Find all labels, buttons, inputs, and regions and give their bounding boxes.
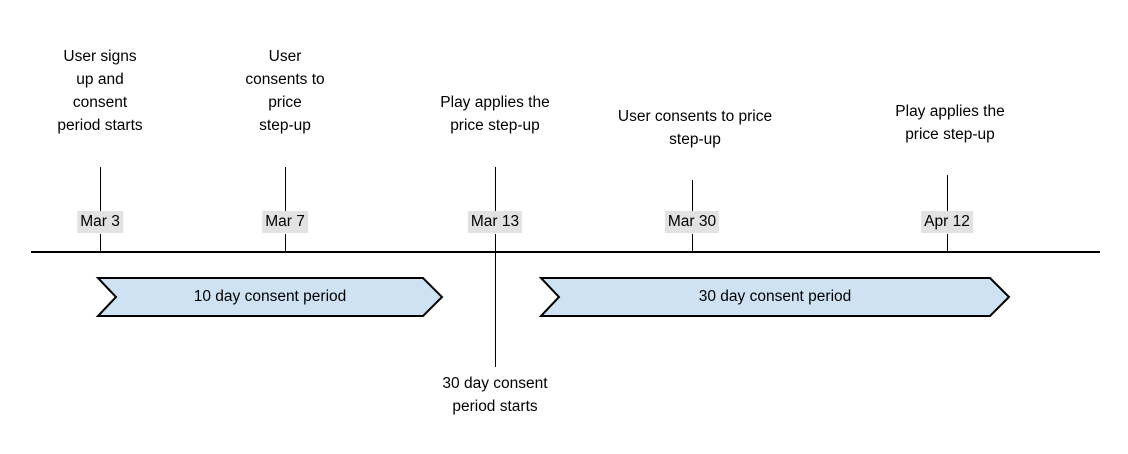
tick-line-mar-30 (692, 180, 693, 212)
event-label-mar-30: User consents to price step-up (617, 108, 773, 148)
tick-stub-apr-12 (947, 234, 948, 252)
event-label-mar-3: User signs up and consent period starts (57, 48, 143, 134)
banner-shape-ten-day (97, 277, 443, 317)
tick-line-mar-13 (495, 167, 496, 212)
tick-stub-mar-7 (285, 234, 286, 252)
date-chip-mar-13: Mar 13 (467, 211, 523, 233)
tick-line-mar-7 (285, 167, 286, 212)
banner-thirty-day-consent-period: 30 day consent period (540, 277, 1010, 317)
date-chip-mar-7: Mar 7 (262, 211, 308, 233)
banner-ten-day-consent-period: 10 day consent period (97, 277, 443, 317)
tick-stub-mar-3 (100, 234, 101, 252)
timeline-axis (31, 251, 1100, 253)
date-chip-apr-12: Apr 12 (921, 211, 973, 233)
tick-line-mar-3 (100, 167, 101, 212)
date-chip-mar-3: Mar 3 (77, 211, 123, 233)
event-label-apr-12: Play applies the price step-up (895, 103, 1005, 143)
banner-shape-thirty-day (540, 277, 1010, 317)
annotation-drop-line (495, 234, 496, 367)
date-chip-mar-30: Mar 30 (664, 211, 720, 233)
event-label-mar-7: User consents to price step-up (245, 48, 325, 134)
event-label-mar-13: Play applies the price step-up (440, 94, 550, 134)
tick-line-apr-12 (947, 175, 948, 212)
annotation-thirty-day-start: 30 day consent period starts (442, 375, 548, 415)
tick-stub-mar-30 (692, 234, 693, 252)
